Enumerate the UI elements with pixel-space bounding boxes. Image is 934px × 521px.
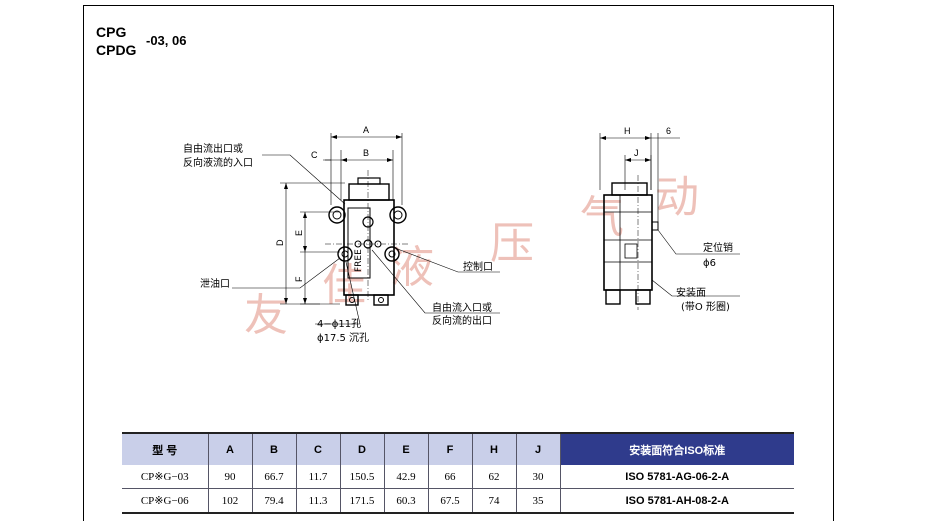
watermark-char: 压 xyxy=(490,218,534,269)
technical-drawing: 友 佳 液 压 气 动 xyxy=(183,125,740,344)
callout-pin-diameter: ϕ6 xyxy=(703,258,716,269)
page-frame-top xyxy=(83,5,833,6)
header-model: 型 号 xyxy=(122,433,208,465)
header-j: J xyxy=(515,433,560,465)
cell-b: 79.4 xyxy=(251,488,296,514)
front-view xyxy=(232,133,500,325)
model-title-cpg: CPG xyxy=(96,24,127,40)
dimension-label-e: E xyxy=(294,230,304,236)
callout-reverse-flow-outlet: 反向流的出口 xyxy=(432,314,492,327)
page-frame-left xyxy=(83,5,84,521)
callout-free-flow-inlet: 自由流入口或 xyxy=(432,301,492,314)
cell-b: 66.7 xyxy=(251,465,296,489)
callout-mounting-holes: 4−ϕ11孔 xyxy=(317,318,361,330)
header-e: E xyxy=(383,433,428,465)
callout-mounting-face: 安装面 xyxy=(676,286,706,299)
cell-a: 102 xyxy=(207,488,252,514)
table-row: CP※G−03 90 66.7 11.7 150.5 42.9 66 62 30… xyxy=(122,465,794,489)
side-view xyxy=(599,133,740,310)
cell-j: 30 xyxy=(515,465,560,489)
model-size-suffix: -03, 06 xyxy=(146,33,187,48)
watermark-char: 友 xyxy=(244,290,288,341)
table-row: CP※G−06 102 79.4 11.3 171.5 60.3 67.5 74… xyxy=(122,488,794,514)
header-d: D xyxy=(339,433,384,465)
watermark-char: 气 xyxy=(580,192,624,243)
header-c: C xyxy=(295,433,340,465)
cell-f: 67.5 xyxy=(427,488,472,514)
body-free-mark: FREE xyxy=(354,249,364,272)
watermark-char: 动 xyxy=(655,172,699,223)
table-header-row: 型 号 A B C D E F H J 安装面符合ISO标准 xyxy=(122,433,794,465)
header-iso-standard: 安装面符合ISO标准 xyxy=(559,433,794,465)
dimension-label-a: A xyxy=(363,125,369,135)
callout-counterbore: ϕ17.5 沉孔 xyxy=(317,331,369,344)
dimension-label-j: J xyxy=(634,148,639,158)
callout-reverse-flow-inlet: 反向液流的入口 xyxy=(183,156,253,169)
cell-model: CP※G−03 xyxy=(122,465,208,489)
cell-h: 62 xyxy=(471,465,516,489)
cell-a: 90 xyxy=(207,465,252,489)
header-h: H xyxy=(471,433,516,465)
callout-drain-port: 泄油口 xyxy=(200,277,230,290)
dimension-table: 型 号 A B C D E F H J 安装面符合ISO标准 CP※G−03 9… xyxy=(122,432,794,514)
dimension-label-f: F xyxy=(294,276,304,282)
model-title-cpdg: CPDG xyxy=(96,42,137,58)
cell-f: 66 xyxy=(427,465,472,489)
cell-c: 11.3 xyxy=(295,488,340,514)
cell-model: CP※G−06 xyxy=(122,488,208,514)
page-frame-right xyxy=(833,5,834,521)
cell-d: 171.5 xyxy=(339,488,384,514)
cell-iso: ISO 5781-AH-08-2-A xyxy=(559,488,794,514)
callout-free-flow-outlet: 自由流出口或 xyxy=(183,142,243,155)
callout-o-ring-note: (带O 形圈) xyxy=(681,301,730,313)
cell-c: 11.7 xyxy=(295,465,340,489)
header-a: A xyxy=(207,433,252,465)
dimension-label-c: C xyxy=(311,150,318,160)
callout-control-port: 控制口 xyxy=(463,260,493,273)
cell-e: 60.3 xyxy=(383,488,428,514)
callout-locating-pin: 定位销 xyxy=(703,241,733,254)
cell-j: 35 xyxy=(515,488,560,514)
cell-d: 150.5 xyxy=(339,465,384,489)
cell-iso: ISO 5781-AG-06-2-A xyxy=(559,465,794,489)
dimension-label-h: H xyxy=(624,126,631,136)
cell-e: 42.9 xyxy=(383,465,428,489)
dimension-label-d: D xyxy=(275,239,285,246)
header-b: B xyxy=(251,433,296,465)
cell-h: 74 xyxy=(471,488,516,514)
header-f: F xyxy=(427,433,472,465)
dimension-label-6: 6 xyxy=(666,126,671,136)
dimension-label-b: B xyxy=(363,148,369,158)
